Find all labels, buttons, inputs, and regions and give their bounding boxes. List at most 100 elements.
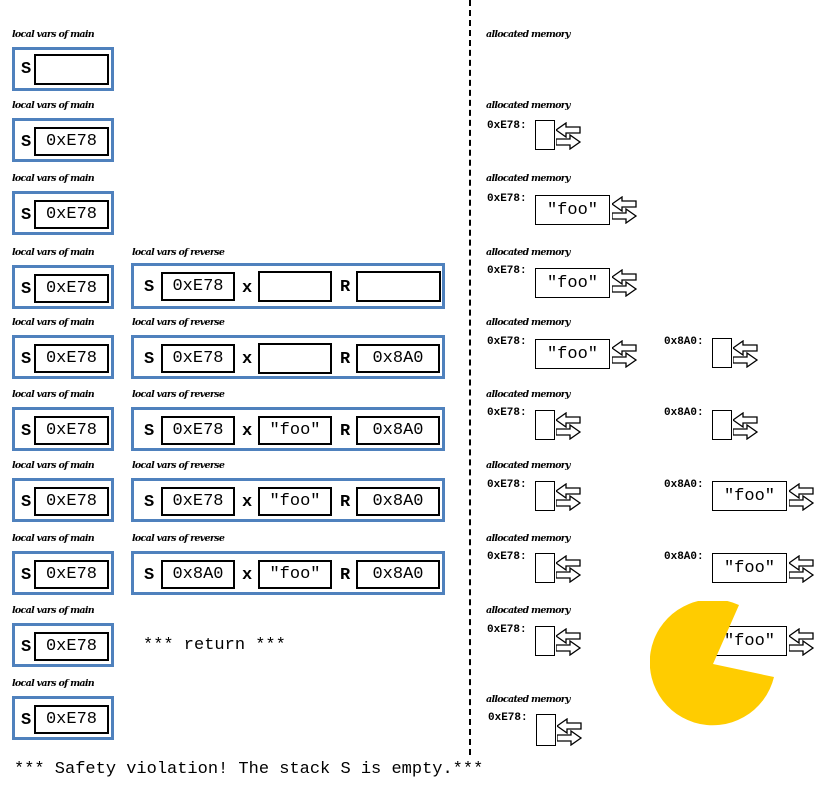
var-R-label: R [340,422,351,441]
alloc-header: allocated memory [486,533,571,544]
return-message: *** return *** [143,636,286,655]
heap-cell [535,481,555,511]
heap-cell: "foo" [535,339,610,369]
alloc-header: allocated memory [486,460,571,471]
double-arrow-icon [789,628,815,656]
reverse-R-box: 0x8A0 [356,487,440,516]
reverse-frame: S 0xE78 x R [131,263,445,309]
main-frame: S 0xE78 [12,118,114,162]
double-arrow-icon [789,483,815,511]
var-x-label: x [242,422,253,441]
main-frame: S 0xE78 [12,551,114,595]
reverse-header: local vars of reverse [132,247,225,258]
heap-cell: "foo" [712,553,787,583]
main-header: local vars of main [12,460,95,471]
heap-address: 0x8A0: [664,479,704,491]
reverse-S-box: 0xE78 [161,487,235,516]
reverse-x-box: "foo" [258,560,332,589]
heap-cell [535,410,555,440]
double-arrow-icon [733,412,759,440]
reverse-S-box: 0xE78 [161,416,235,445]
main-S-box: 0xE78 [34,200,109,229]
double-arrow-icon [556,628,582,656]
main-S-box: 0xE78 [34,344,109,373]
main-frame: S 0xE78 [12,696,114,740]
main-header: local vars of main [12,317,95,328]
reverse-x-box: "foo" [258,487,332,516]
main-frame: S 0xE78 [12,335,114,379]
main-header: local vars of main [12,173,95,184]
safety-violation-message: *** Safety violation! The stack S is emp… [14,760,484,779]
heap-address: 0x8A0: [664,336,704,348]
main-frame: S 0xE78 [12,407,114,451]
double-arrow-icon [612,340,638,368]
double-arrow-icon [556,555,582,583]
reverse-R-box: 0x8A0 [356,416,440,445]
main-S-box: 0xE78 [34,632,109,661]
main-S-box: 0xE78 [34,705,109,734]
double-arrow-icon [612,196,638,224]
main-frame: S 0xE78 [12,623,114,667]
reverse-x-box [258,343,332,374]
var-S-label: S [21,350,32,369]
var-x-label: x [242,279,253,298]
var-S-label: S [21,638,32,657]
main-header: local vars of main [12,29,95,40]
main-frame: S 0xE78 [12,191,114,235]
heap-address: 0xE78: [487,479,527,491]
var-R-label: R [340,493,351,512]
main-S-box: 0xE78 [34,487,109,516]
reverse-frame: S 0xE78 x R 0x8A0 [131,335,445,379]
main-S-box: 0xE78 [34,127,109,156]
main-S-box: 0xE78 [34,274,109,303]
stack-heap-divider [469,0,471,755]
reverse-frame: S 0x8A0 x "foo" R 0x8A0 [131,551,445,595]
heap-cell [535,120,555,150]
var-R-label: R [340,566,351,585]
var-x-label: x [242,566,253,585]
heap-cell: "foo" [535,195,610,225]
main-header: local vars of main [12,247,95,258]
heap-address: 0xE78: [487,551,527,563]
heap-cell [535,553,555,583]
reverse-header: local vars of reverse [132,317,225,328]
main-S-box: 0xE78 [34,416,109,445]
main-frame: S 0xE78 [12,478,114,522]
alloc-header: allocated memory [486,694,571,705]
double-arrow-icon [733,340,759,368]
var-S-label: S [144,278,155,297]
alloc-header: allocated memory [486,100,571,111]
var-R-label: R [340,278,351,297]
reverse-frame: S 0xE78 x "foo" R 0x8A0 [131,478,445,522]
heap-cell [535,626,555,656]
heap-address: 0xE78: [487,624,527,636]
reverse-header: local vars of reverse [132,389,225,400]
var-S-label: S [144,566,155,585]
alloc-header: allocated memory [486,605,571,616]
var-S-label: S [144,350,155,369]
alloc-header: allocated memory [486,317,571,328]
var-S-label: S [21,60,32,79]
heap-address: 0xE78: [487,120,527,132]
reverse-x-box [258,271,332,302]
double-arrow-icon [556,483,582,511]
var-S-label: S [21,493,32,512]
var-R-label: R [340,350,351,369]
var-S-label: S [21,566,32,585]
heap-address: 0xE78: [487,193,527,205]
double-arrow-icon [612,269,638,297]
var-S-label: S [21,133,32,152]
reverse-R-box [356,271,441,302]
reverse-header: local vars of reverse [132,533,225,544]
var-S-label: S [21,280,32,299]
reverse-S-box: 0xE78 [161,344,235,373]
double-arrow-icon [557,718,583,746]
main-header: local vars of main [12,389,95,400]
alloc-header: allocated memory [486,173,571,184]
heap-address: 0x8A0: [664,551,704,563]
var-S-label: S [144,422,155,441]
heap-cell [712,410,732,440]
var-S-label: S [21,206,32,225]
double-arrow-icon [789,555,815,583]
reverse-frame: S 0xE78 x "foo" R 0x8A0 [131,407,445,451]
